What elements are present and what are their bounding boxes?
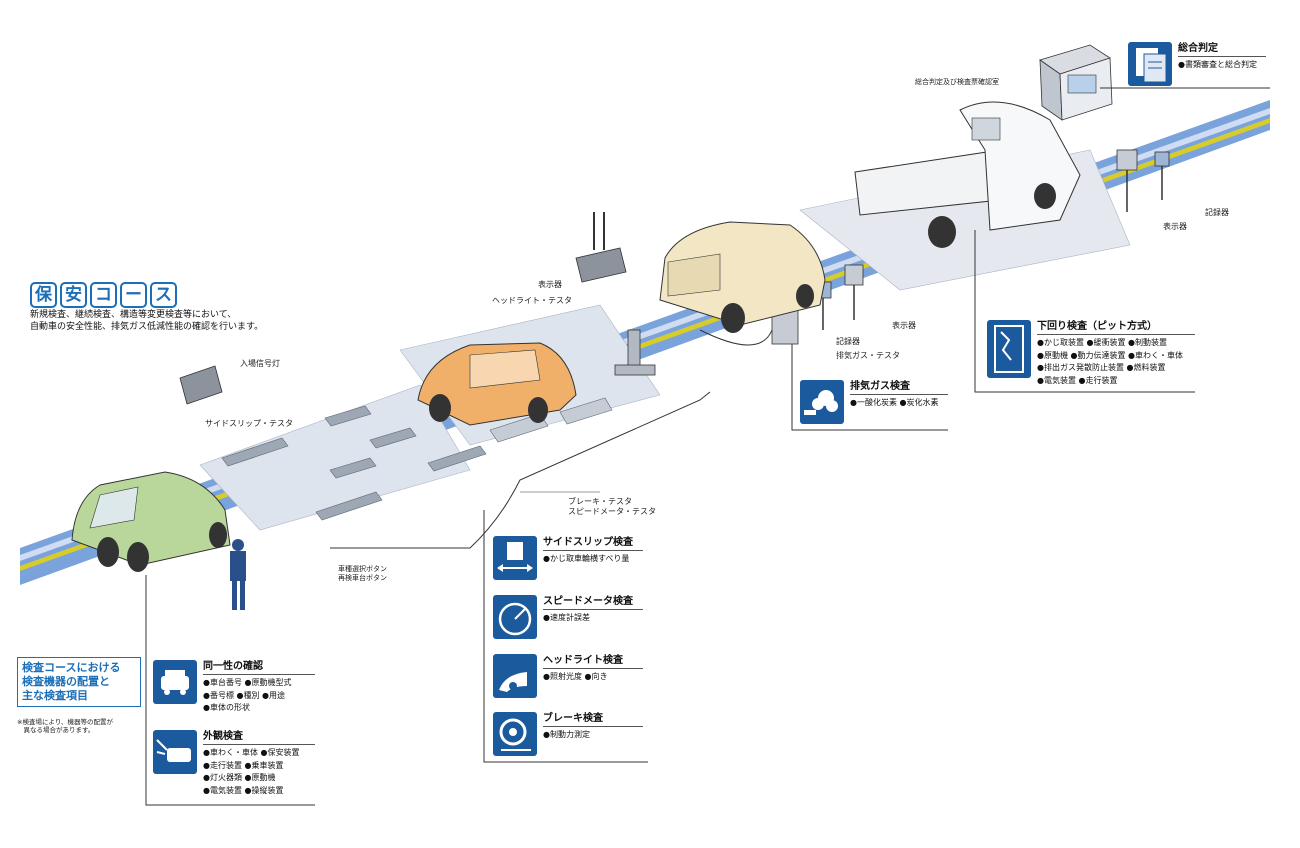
inspection-title: ブレーキ検査 [543, 713, 603, 724]
course-title-char: 安 [60, 282, 87, 308]
course-title-char: コ [90, 282, 117, 308]
inspection-items: ●制動力測定 [543, 730, 590, 739]
inspection-items: ●かじ取装置 ●緩衝装置 ●制動装置 ●原動機 ●動力伝達装置 ●車わく・車体 … [1037, 338, 1184, 385]
course-title-char: 保 [30, 282, 57, 308]
inspector-figure [230, 539, 246, 610]
inspection-items: ●一酸化炭素 ●炭化水素 [850, 398, 939, 407]
orange-car [417, 342, 577, 426]
divider [543, 609, 643, 610]
inspection-title: サイドスリップ検査 [543, 537, 633, 548]
headlight-icon [493, 654, 537, 698]
divider [543, 668, 643, 669]
overhead-display-left [575, 212, 627, 283]
green-car [71, 471, 231, 572]
speedometer-icon [493, 595, 537, 639]
sideslip-icon [493, 536, 537, 580]
inspection-title: 下回り検査（ピット方式） [1037, 321, 1157, 332]
inspection-title: ヘッドライト検査 [543, 655, 623, 666]
car-front-icon [153, 660, 197, 704]
display-post-right [1116, 149, 1170, 212]
judgement-booth [1039, 44, 1113, 121]
inspection-items: ●照射光度 ●向き [543, 672, 608, 681]
car-light-icon [153, 730, 197, 774]
inspection-items: ●車わく・車体 ●保安装置 ●走行装置 ●乗車装置 ●灯火器類 ●原動機 ●電気… [203, 748, 300, 795]
label-brake-speed-tester: ブレーキ・テスタ スピードメータ・テスタ [568, 497, 656, 516]
entry-signal-lamp [179, 365, 223, 405]
course-title-char: ス [150, 282, 177, 308]
inspection-title: 排気ガス検査 [850, 381, 910, 392]
side-slip-plates [221, 405, 487, 521]
label-display-unit-mid: 表示器 [892, 321, 916, 330]
label-recorder-right: 記録器 [1205, 208, 1229, 217]
label-buttons: 車種選択ボタン 再検車台ボタン [338, 565, 387, 582]
pit-icon [987, 320, 1031, 378]
label-booth: 総合判定及び検査票確認室 [915, 78, 999, 86]
label-display-unit-right: 表示器 [1163, 222, 1187, 231]
label-entry-signal: 入場信号灯 [240, 359, 280, 368]
white-truck [854, 101, 1081, 248]
course-description: 新規検査、継続検査、構造等変更検査等において、 自動車の安全性能、排気ガス低減性… [30, 310, 264, 332]
divider [543, 550, 643, 551]
inspection-title: 同一性の確認 [203, 661, 263, 672]
leader-lines [145, 87, 1270, 806]
label-headlight-tester: ヘッドライト・テスタ [492, 296, 572, 305]
divider [850, 394, 948, 395]
course-title: 保 安 コ ー ス [30, 282, 177, 308]
cream-van [659, 221, 826, 333]
exhaust-icon [800, 380, 844, 424]
inspection-items: ●速度計誤差 [543, 613, 590, 622]
document-icon [1128, 42, 1172, 86]
label-exhaust-tester: 排気ガス・テスタ [836, 351, 900, 360]
divider [1178, 56, 1266, 57]
inspection-title: 総合判定 [1178, 43, 1218, 54]
legend-note: ※検査場により、機器等の配置が 異なる場合があります。 [17, 718, 114, 734]
divider [203, 744, 315, 745]
inspection-title: 外観検査 [203, 731, 243, 742]
inspection-items: ●車台番号 ●原動機型式 ●番号標 ●種別 ●用途 ●車体の形状 [203, 678, 292, 712]
course-title-char: ー [120, 282, 147, 308]
label-display-unit-left: 表示器 [538, 280, 562, 289]
inspection-items: ●かじ取車輪横すべり量 [543, 554, 630, 563]
divider [543, 726, 643, 727]
headlight-tester-device [614, 329, 656, 376]
label-recorder-mid: 記録器 [836, 337, 860, 346]
legend-title: 検査コースにおける 検査機器の配置と 主な検査項目 [17, 657, 141, 707]
brake-icon [493, 712, 537, 756]
inspection-title: スピードメータ検査 [543, 596, 633, 607]
label-side-slip-tester: サイドスリップ・テスタ [205, 419, 293, 428]
divider [1037, 334, 1195, 335]
divider [203, 674, 315, 675]
inspection-items: ●書類審査と総合判定 [1178, 60, 1257, 69]
